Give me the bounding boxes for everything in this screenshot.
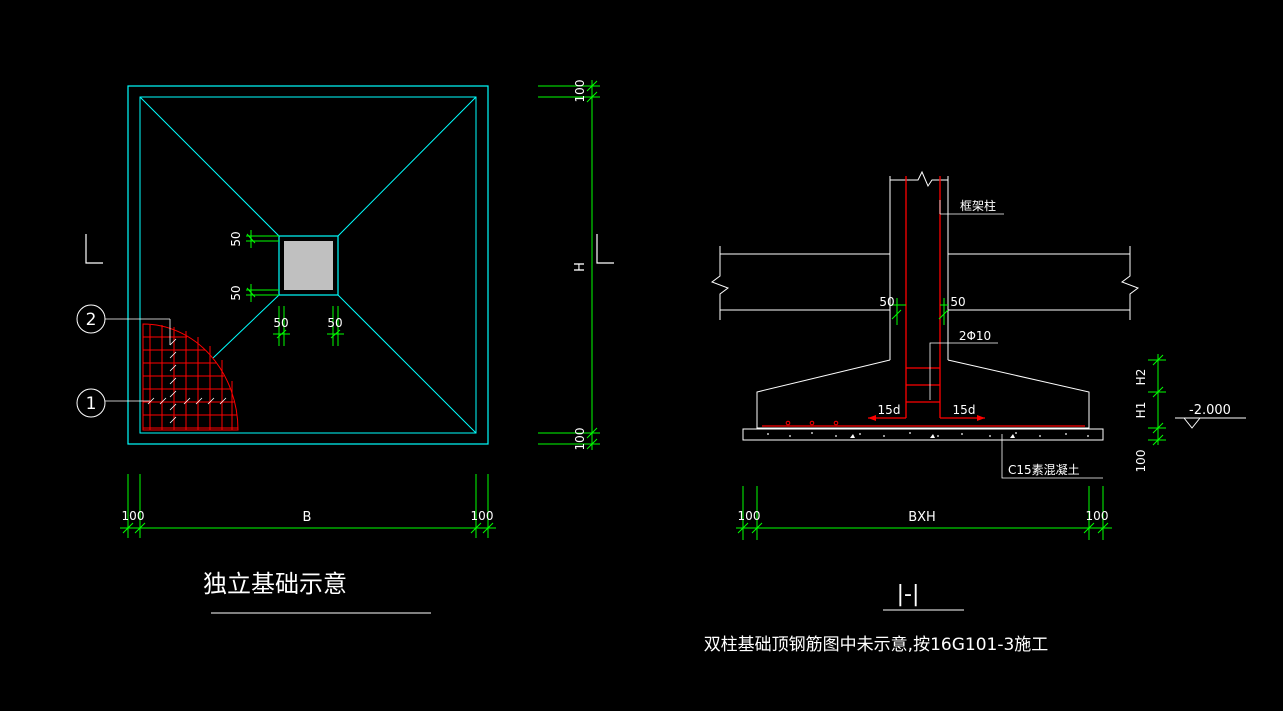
column-section <box>284 241 333 290</box>
slope-line-tr <box>337 96 477 237</box>
section-height-dims <box>1148 354 1166 446</box>
bar-marker-2-label: 2 <box>86 310 97 330</box>
slope-line-bl <box>212 294 280 359</box>
bar-marker-1-label: 1 <box>86 394 97 414</box>
col-gap-left-label: 50 <box>273 316 288 330</box>
ground-beam <box>710 246 1140 320</box>
col-gap-bottom-label: 50 <box>229 285 243 300</box>
anchor-left-label: 15d <box>878 403 901 417</box>
stirrup-leader <box>929 342 998 400</box>
cover-dims <box>890 298 949 325</box>
stirrup-label: 2Φ10 <box>959 329 991 343</box>
plan-width-dimension <box>120 474 496 538</box>
elevation-label: -2.000 <box>1189 403 1231 418</box>
plan-dim-right-label: 100 <box>471 509 494 523</box>
footing-outer-outline <box>127 85 489 445</box>
plan-dim-top-label: 100 <box>573 80 587 103</box>
lean-concrete-pad <box>742 428 1104 441</box>
section-note: 双柱基础顶钢筋图中未示意,按16G101-3施工 <box>704 635 1049 655</box>
plan-dim-height-label: H <box>573 262 588 272</box>
column-outline <box>889 170 949 360</box>
section-cut-mark-right <box>596 234 614 264</box>
plan-dim-left-label: 100 <box>122 509 145 523</box>
footing-inner-outline <box>139 96 477 434</box>
dim-h1-label: H1 <box>1134 402 1148 419</box>
cover-left-label: 50 <box>879 295 894 309</box>
anchor-right-label: 15d <box>953 403 976 417</box>
plan-dim-bottom-label: 100 <box>573 428 587 451</box>
column-gap-dims-vertical <box>246 230 279 302</box>
bar-marker-1-circle <box>76 388 106 418</box>
column-pedestal-outline <box>278 235 339 296</box>
section-rebar-dots <box>785 420 839 426</box>
elevation-marker <box>1175 417 1246 429</box>
dim-h2-label: H2 <box>1134 369 1148 386</box>
plan-dim-width-label: B <box>303 510 312 525</box>
col-gap-right-label: 50 <box>327 316 342 330</box>
section-mark: |-| <box>897 582 920 607</box>
section-cut-mark-left <box>85 234 103 264</box>
cover-right-label: 50 <box>950 295 965 309</box>
bar-marker-1: 1 <box>76 388 150 418</box>
dim-pad-label: 100 <box>1134 450 1148 473</box>
pad-label: C15素混凝土 <box>1008 462 1080 477</box>
col-gap-top-label: 50 <box>229 231 243 246</box>
section-dim-right-label: 100 <box>1086 509 1109 523</box>
pad-label-leader <box>1001 434 1103 479</box>
plan-title: 独立基础示意 <box>203 570 347 598</box>
bar-marker-2: 2 <box>76 304 171 345</box>
slope-line-tl <box>139 96 280 237</box>
section-dim-width-label: BXH <box>908 510 936 525</box>
slope-line-br <box>337 294 477 434</box>
anchor-arrows <box>868 415 985 421</box>
column-gap-dims-horizontal <box>273 306 344 346</box>
pad-hatch <box>767 432 1089 438</box>
rebar-mesh <box>142 323 239 431</box>
section-dim-left-label: 100 <box>738 509 761 523</box>
plan-height-dimension <box>538 80 600 450</box>
plan-view: 2 1 50 50 <box>76 80 614 614</box>
footing-section-outline <box>756 359 1090 429</box>
rebar-mesh-hatch <box>147 338 227 424</box>
section-width-dimension <box>736 486 1112 540</box>
column-label: 框架柱 <box>960 198 996 213</box>
section-view: 框架柱 50 50 2Φ10 15d 15d H2 <box>704 170 1246 655</box>
